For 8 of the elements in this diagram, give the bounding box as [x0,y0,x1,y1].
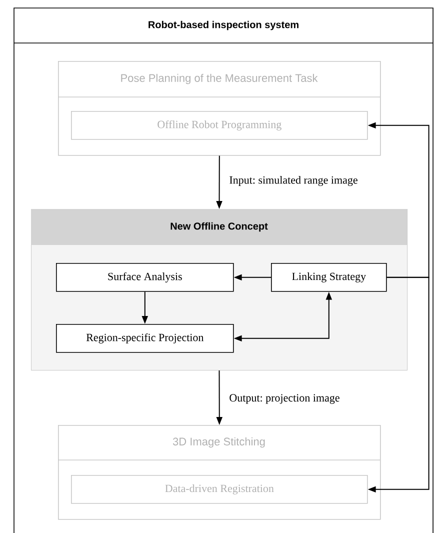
edge-label: Output: projection image [230,394,340,404]
process-box: Offline Robot Programming [71,111,368,140]
process-box: Region-specific Projection [56,324,234,353]
process-box: Surface Analysis [56,263,234,292]
edge-label: Input: simulated range image [230,176,358,186]
process-box: Linking Strategy [271,263,387,292]
process-box: Data-driven Registration [71,475,368,504]
frame-title: Robot-based inspection system [148,20,298,30]
